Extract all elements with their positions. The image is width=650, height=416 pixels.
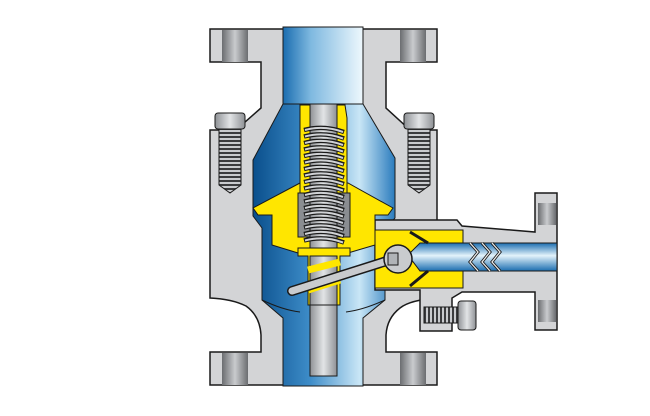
spring-coil-highlight (304, 165, 344, 172)
spring-coil-highlight (304, 217, 344, 224)
stud-bolt-right (403, 112, 435, 194)
spring-coil-highlight (304, 198, 344, 205)
flange-hole-bottom-right (400, 353, 426, 385)
spring-coil-highlight (304, 191, 344, 198)
flange-hole-top-right (400, 30, 426, 62)
side-flange-hole-top (538, 203, 556, 225)
stud-bolt-left (214, 112, 246, 194)
spring-coil-highlight (304, 237, 344, 244)
spring-coil-highlight (304, 139, 344, 146)
spring-coil-highlight (304, 152, 344, 159)
side-bore (404, 242, 558, 272)
spring-coil-highlight (304, 204, 344, 211)
spring-coil-highlight (304, 133, 344, 140)
spring-coil-highlight (304, 126, 344, 133)
flange-hole-bottom-left (222, 353, 248, 385)
spring-coil-highlight (304, 159, 344, 166)
side-bolt (423, 300, 477, 331)
spring-coil-highlight (304, 172, 344, 179)
spring-coil-highlight (304, 224, 344, 231)
spring-coil-highlight (304, 146, 344, 153)
flange-hole-top-left (222, 30, 248, 62)
spring-coil-highlight (304, 230, 344, 237)
spring (303, 125, 345, 245)
spring-coil-highlight (304, 178, 344, 185)
spring-coil-highlight (304, 211, 344, 218)
spring-coil-highlight (304, 185, 344, 192)
side-flange-hole-bottom (538, 300, 556, 322)
